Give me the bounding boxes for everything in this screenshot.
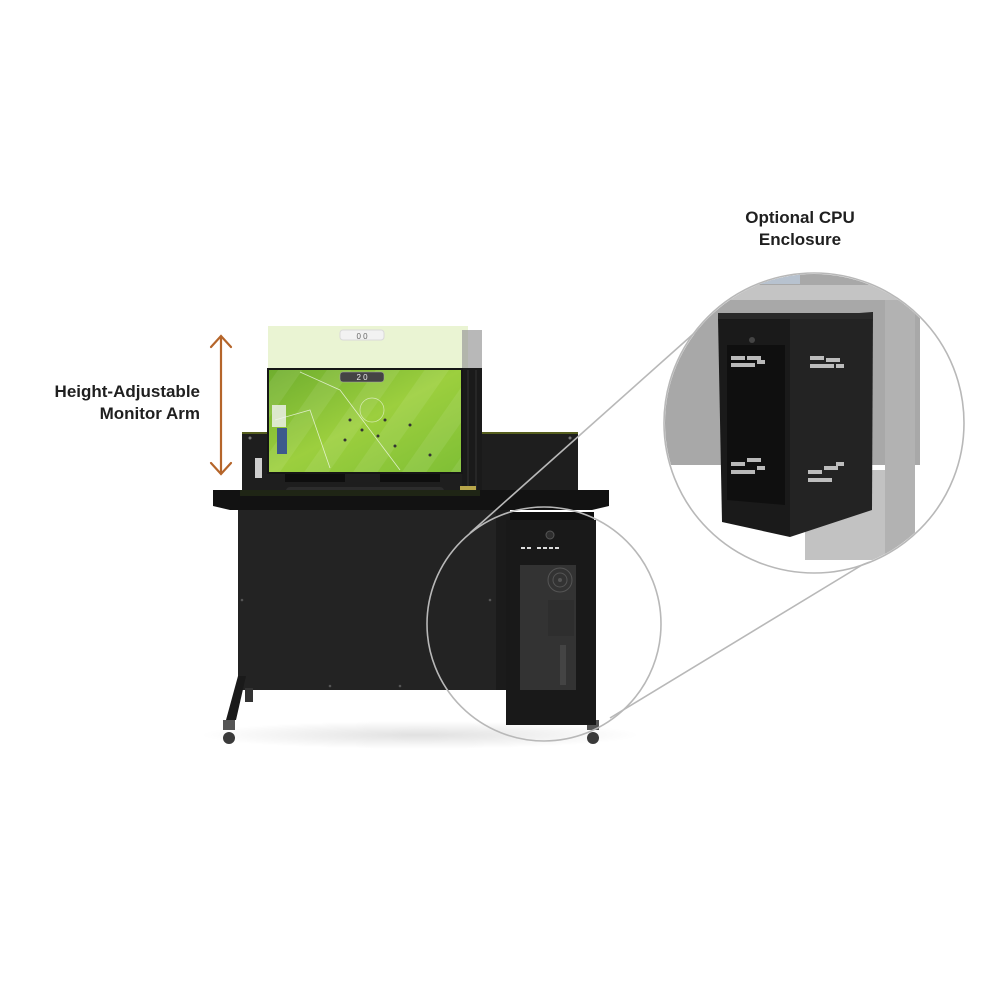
- callout-circle-small: [426, 506, 662, 742]
- left-caster-leg: [223, 676, 253, 744]
- scoreboard: 2 0: [356, 373, 368, 382]
- cpu-enclosure: [506, 512, 596, 725]
- cpu-enclosure-label-line1: Optional CPU: [745, 208, 855, 227]
- cpu-enclosure-label-line2: Enclosure: [758, 230, 842, 249]
- monitor-arm-label-line1: Height-Adjustable: [54, 382, 200, 401]
- monitor-raised-ghost: [268, 326, 468, 374]
- cpu-enclosure-label: Optional CPU Enclosure: [700, 207, 900, 251]
- desk-top: [213, 490, 609, 510]
- scoreboard-ghost: 0 0: [356, 332, 368, 341]
- height-arrow-icon: [209, 334, 233, 476]
- monitor-arm-column: [460, 330, 482, 494]
- callout-lines: [426, 327, 891, 742]
- desk-body: [238, 510, 510, 690]
- callout-circle-large: [663, 272, 965, 574]
- monitor-screen: [267, 368, 463, 474]
- monitor-arm-label-line2: Monitor Arm: [99, 404, 200, 423]
- monitor-arm-label: Height-Adjustable Monitor Arm: [20, 381, 200, 425]
